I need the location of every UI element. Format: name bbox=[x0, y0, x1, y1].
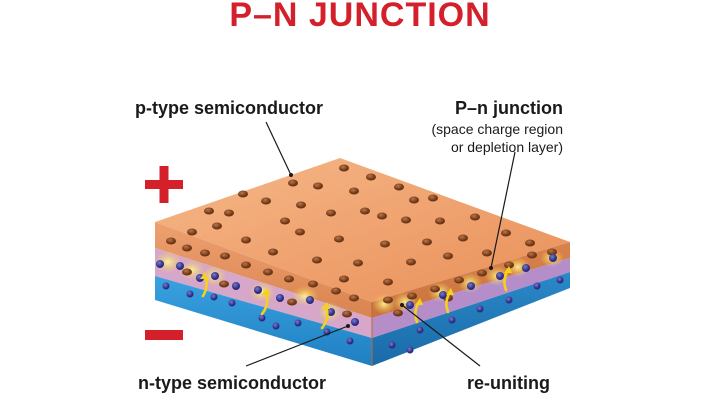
minus-sign bbox=[145, 330, 183, 340]
leader-lines bbox=[245, 121, 516, 367]
re-uniting-label: re-uniting bbox=[467, 373, 550, 393]
holes-top bbox=[187, 164, 535, 286]
page-title: P–N JUNCTION bbox=[229, 0, 491, 34]
electrons bbox=[156, 254, 564, 354]
p-layer-left-face bbox=[155, 222, 372, 318]
pn-junction-desc-line2: or depletion layer) bbox=[450, 139, 563, 155]
plus-sign bbox=[145, 166, 183, 203]
pn-junction-desc-line1: (space charge region bbox=[431, 121, 563, 137]
p-type-label: p-type semiconductor bbox=[135, 98, 324, 118]
depletion-band-right bbox=[372, 258, 570, 338]
leader-dots bbox=[289, 173, 493, 328]
n-layer-right-face bbox=[372, 272, 570, 366]
pn-junction-label: P–n junction bbox=[455, 98, 563, 118]
arrow-heads bbox=[200, 266, 512, 309]
p-layer-top-face bbox=[155, 158, 570, 302]
n-type-label: n-type semiconductor bbox=[138, 373, 327, 393]
